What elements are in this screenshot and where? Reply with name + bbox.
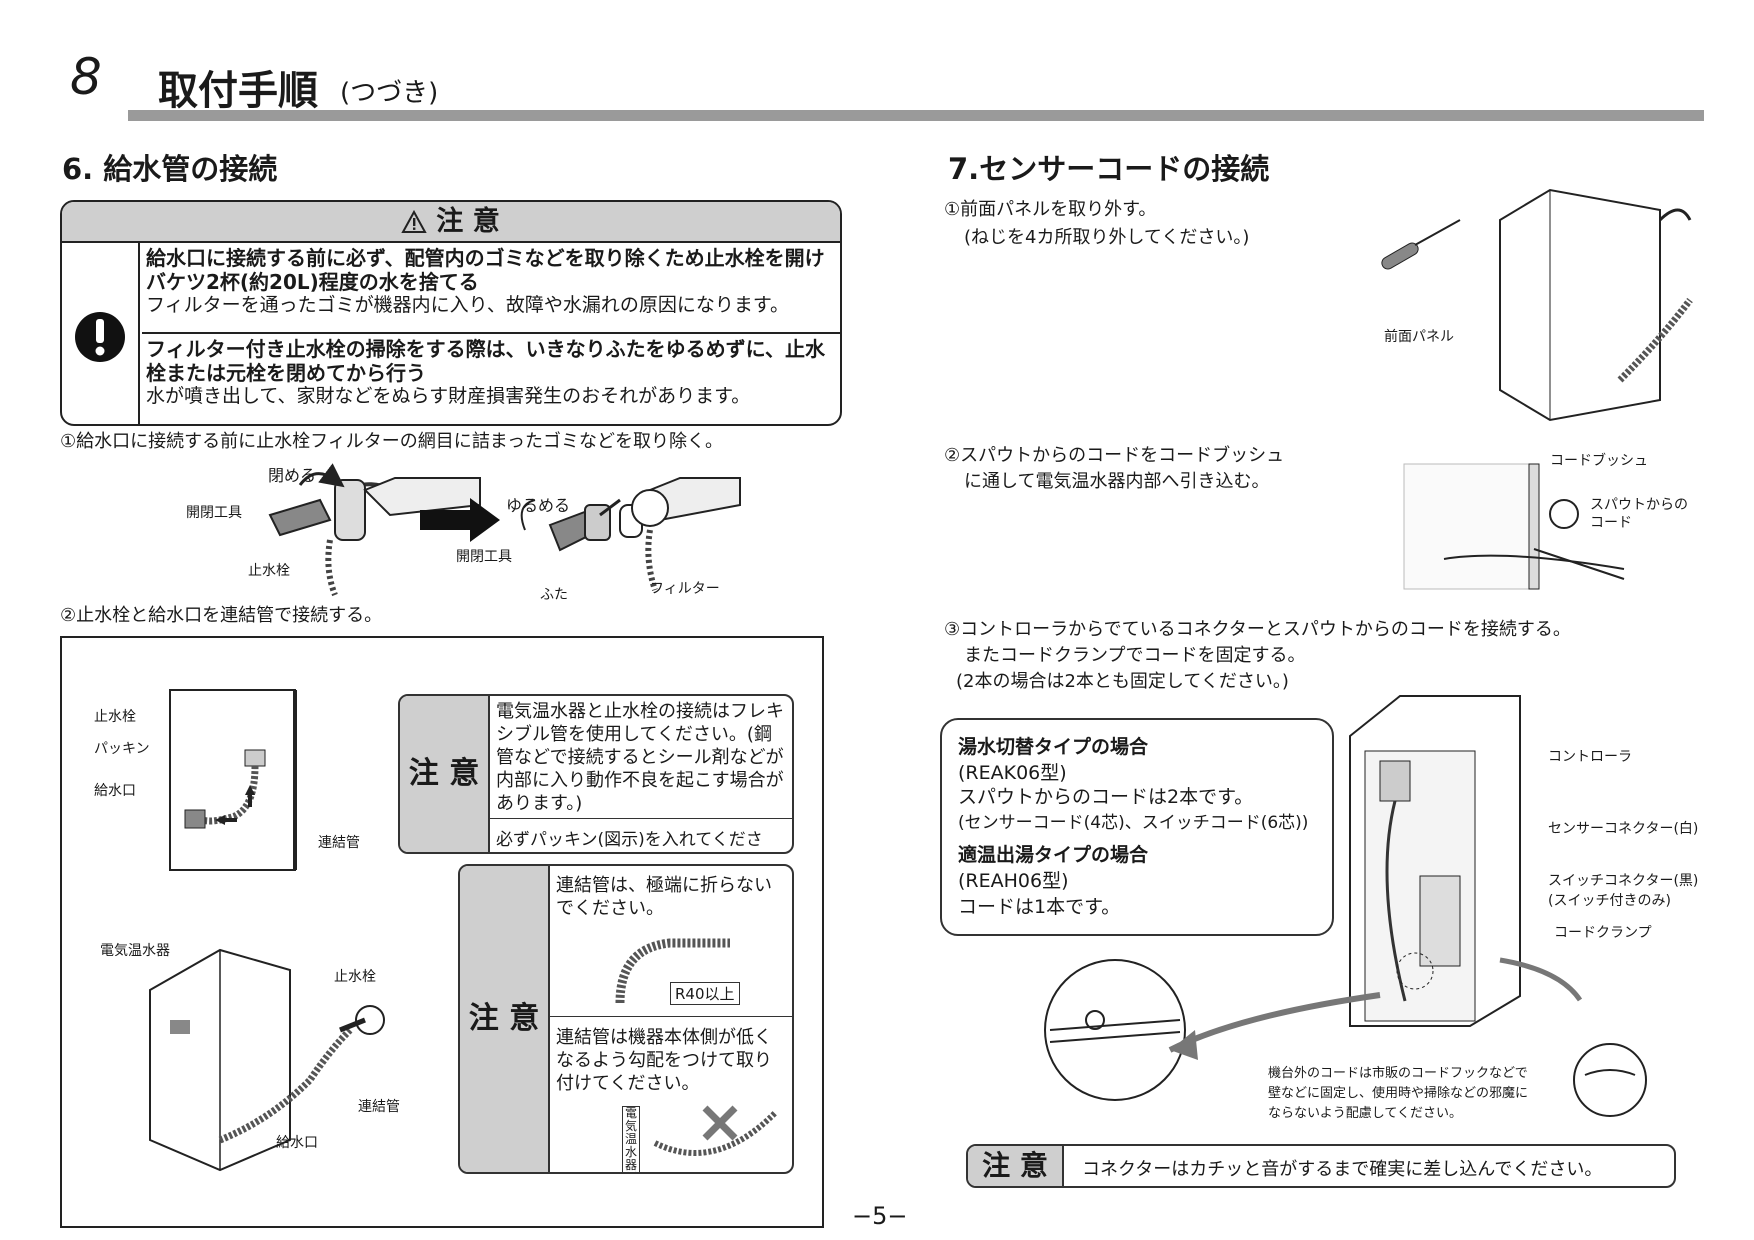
chapter-title: 取付手順 <box>158 68 318 114</box>
type1-detail: (センサーコード(4芯)、スイッチコード(6芯)) <box>958 813 1309 833</box>
caution-box-heading: 注 意 <box>62 202 840 243</box>
caution-box: 注 意 給水口に接続する前に必ず、配管内のゴミなどを取り除くため止水栓を開けバケ… <box>60 200 842 426</box>
caution-item-1-bold: 給水口に接続する前に必ず、配管内のゴミなどを取り除くため止水栓を開けバケツ2杯(… <box>146 246 825 294</box>
code-bush-figure <box>1403 463 1625 590</box>
label-valve-b: 止水栓 <box>334 969 376 985</box>
connection-figure-frame <box>60 636 824 1228</box>
section7-step2-line1: ②スパウトからのコードをコードブッシュ <box>944 445 1285 466</box>
label-switch-note: (スイッチ付きのみ) <box>1548 893 1671 909</box>
label-tool-a: 開閉工具 <box>186 505 242 521</box>
caution-item-2-note: 水が噴き出して、家財などをぬらす財産損害発生のおそれがあります。 <box>146 385 751 407</box>
label-spout-code-2: コード <box>1590 515 1632 531</box>
caution-2-text2: 連結管は機器本体側が低くなるよう勾配をつけて取り付けてください。 <box>556 1027 772 1094</box>
type1-title: 湯水切替タイプの場合 <box>958 736 1149 758</box>
controller-figure <box>1349 695 1521 1027</box>
type2-model: (REAH06型) <box>958 870 1069 892</box>
warning-icon-cell <box>62 243 140 424</box>
filter-cleaning-figure <box>268 463 741 597</box>
label-valve: 止水栓 <box>248 563 290 579</box>
section7-step3-line3: (2本の場合は2本とも固定してください。) <box>956 671 1289 692</box>
section7-step2-line2: に通して電気温水器内部へ引き込む。 <box>964 471 1270 492</box>
label-lid: ふた <box>540 587 568 603</box>
chapter-bar <box>128 110 1704 121</box>
label-sensor-conn: センサーコネクター(白) <box>1548 821 1699 837</box>
chapter-subtitle: (つづき) <box>340 78 439 108</box>
caution-item-1-note: フィルターを通ったゴミが機器内に入り、故障や水漏れの原因になります。 <box>146 294 789 316</box>
label-inlet-b: 給水口 <box>276 1135 318 1151</box>
label-controller: コントローラ <box>1548 749 1632 765</box>
type2-title: 適温出湯タイプの場合 <box>958 844 1149 866</box>
caution-connector-text: コネクターはカチッと音がするまで確実に差し込んでください。 <box>1082 1159 1603 1180</box>
caution-2-text1: 連結管は、極端に折らないでください。 <box>556 875 772 919</box>
heater-side-label: 電気温水器側 <box>622 1106 640 1172</box>
section7-step3-line1: ③コントローラからでているコネクターとスパウトからのコードを接続する。 <box>944 619 1571 640</box>
type1-desc: スパウトからのコードは2本です。 <box>958 786 1254 808</box>
bad-slope-figure <box>653 1105 778 1156</box>
label-packing: パッキン <box>94 741 150 757</box>
label-tool-b: 開閉工具 <box>456 549 512 565</box>
clamp-detail-figure <box>1044 957 1647 1117</box>
caution-item-1: 給水口に接続する前に必ず、配管内のゴミなどを取り除くため止水栓を開けバケツ2杯(… <box>142 246 840 334</box>
section7-step1: ①前面パネルを取り外す。 <box>944 199 1157 220</box>
section6-step1: ①給水口に接続する前に止水栓フィルターの網目に詰まったゴミなどを取り除く。 <box>60 431 724 452</box>
label-front-panel: 前面パネル <box>1384 329 1454 345</box>
chapter-number: 8 <box>70 48 102 106</box>
label-heater: 電気温水器 <box>100 943 170 959</box>
type1-model: (REAK06型) <box>958 762 1067 784</box>
label-filter: フィルター <box>650 581 720 597</box>
note-line-2: 壁などに固定し、使用時や掃除などの邪魔に <box>1268 1086 1529 1101</box>
note-line-1: 機台外のコードは市販のコードフックなどで <box>1268 1066 1528 1081</box>
label-pipe-a: 連結管 <box>318 835 360 851</box>
page-number: −5− <box>852 1202 908 1230</box>
pipe-bend-figure <box>615 938 730 1004</box>
caution-item-2-bold: フィルター付き止水栓の掃除をする際は、いきなりふたをゆるめずに、止水栓または元栓… <box>146 337 825 385</box>
heater-back-figure <box>169 689 297 871</box>
front-panel-figure <box>1381 188 1693 422</box>
caution-connector: 注 意 コネクターはカチッと音がするまで確実に差し込んでください。 <box>966 1144 1676 1188</box>
label-bush: コードブッシュ <box>1550 453 1648 469</box>
section7-step3-line2: またコードクランプでコードを固定する。 <box>964 645 1306 666</box>
section7-title: 7.センサーコードの接続 <box>948 152 1270 186</box>
section7-step1-sub: (ねじを4カ所取り外してください。) <box>964 227 1250 248</box>
caution-tag-3: 注 意 <box>968 1146 1064 1186</box>
caution-tag-1: 注 意 <box>400 696 490 852</box>
label-inlet-a: 給水口 <box>94 783 136 799</box>
caution-1-sub: 必ずパッキン(図示)を入れてください。 <box>488 818 792 852</box>
warning-triangle-icon <box>401 209 427 233</box>
exclamation-icon <box>75 312 125 362</box>
type-info-box: 湯水切替タイプの場合 (REAK06型) スパウトからのコードは2本です。 (セ… <box>940 718 1334 936</box>
caution-item-2: フィルター付き止水栓の掃除をする際は、いきなりふたをゆるめずに、止水栓または元栓… <box>142 337 840 408</box>
label-switch-conn: スイッチコネクター(黒) <box>1548 873 1699 889</box>
heater-installed-figure <box>140 940 385 1172</box>
caution-flexible-pipe: 注 意 電気温水器と止水栓の接続はフレキシブル管を使用してください。(鋼管などで… <box>398 694 794 854</box>
note-line-3: ならないよう配慮してください。 <box>1268 1106 1462 1121</box>
caution-tag-2: 注 意 <box>460 866 550 1172</box>
type2-desc: コードは1本です。 <box>958 896 1121 918</box>
r40-label: R40以上 <box>670 982 740 1005</box>
caution-pipe-bend: 注 意 連結管は、極端に折らないでください。 R40以上 連結管は機器本体側が低… <box>458 864 794 1174</box>
caution-1-text: 電気温水器と止水栓の接続はフレキシブル管を使用してください。(鋼管などで接続する… <box>496 701 784 814</box>
cord-hook-note: 機台外のコードは市販のコードフックなどで 壁などに固定し、使用時や掃除などの邪魔… <box>1268 1064 1528 1124</box>
label-spout-code-1: スパウトからの <box>1590 497 1688 513</box>
label-valve-a: 止水栓 <box>94 709 136 725</box>
label-loosen: ゆるめる <box>506 496 571 515</box>
section6-title: 6. 給水管の接続 <box>62 152 278 186</box>
label-clamp: コードクランプ <box>1554 925 1652 941</box>
label-pipe-b: 連結管 <box>358 1099 400 1115</box>
section6-step2: ②止水栓と給水口を連結管で接続する。 <box>60 605 383 626</box>
label-close: 閉める <box>268 466 317 485</box>
caution-heading-text: 注 意 <box>436 206 500 237</box>
